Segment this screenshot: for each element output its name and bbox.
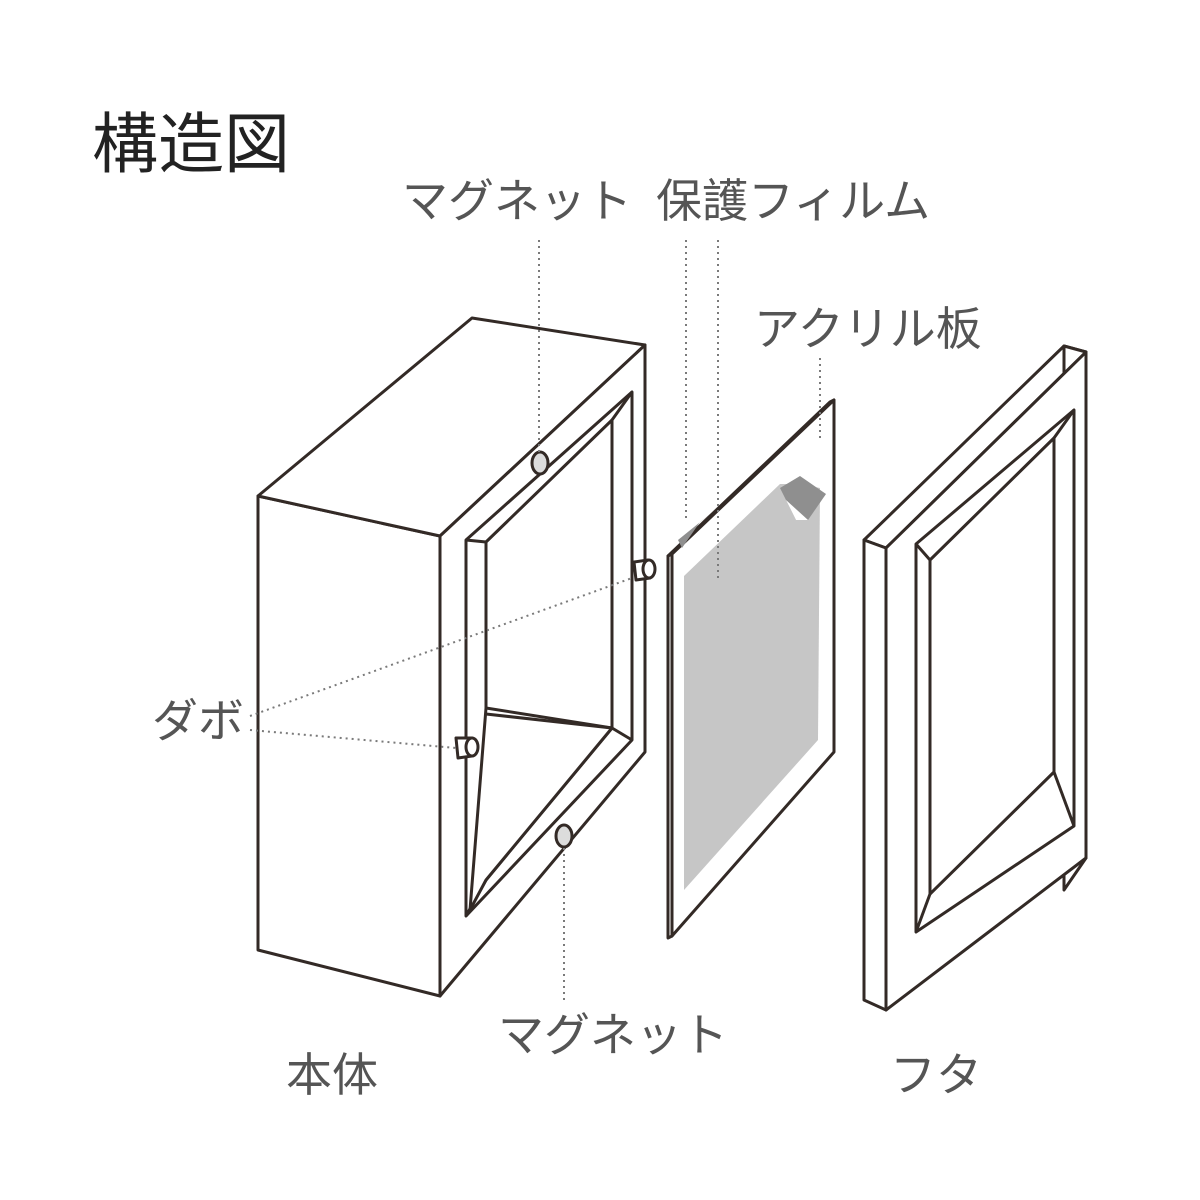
leader-dowel-lower bbox=[249, 729, 457, 749]
film-fold-left bbox=[678, 506, 720, 548]
body-opening-floor bbox=[468, 706, 614, 912]
label-magnet-bottom: マグネット bbox=[498, 1008, 728, 1062]
label-main-body: 本体 bbox=[286, 1048, 378, 1102]
film-sheet bbox=[684, 484, 820, 890]
label-magnet-top: マグネット bbox=[402, 174, 632, 228]
body-front-face bbox=[256, 494, 442, 998]
dowel-lower bbox=[454, 736, 480, 760]
label-dowel: ダボ bbox=[152, 694, 244, 748]
label-protective-film: 保護フィルム bbox=[656, 174, 931, 228]
protective-film bbox=[684, 476, 826, 890]
dowel-upper bbox=[632, 558, 657, 582]
magnet-bottom-part bbox=[554, 823, 574, 849]
lid bbox=[862, 344, 1088, 1012]
diagram-title: 構造図 bbox=[92, 106, 290, 183]
magnet-top-part bbox=[530, 450, 550, 476]
leader-lines bbox=[249, 240, 821, 1000]
leader-dowel-upper bbox=[249, 577, 633, 717]
main-body bbox=[256, 316, 647, 998]
label-acrylic-panel: アクリル板 bbox=[754, 302, 982, 356]
label-lid: フタ bbox=[890, 1048, 982, 1102]
